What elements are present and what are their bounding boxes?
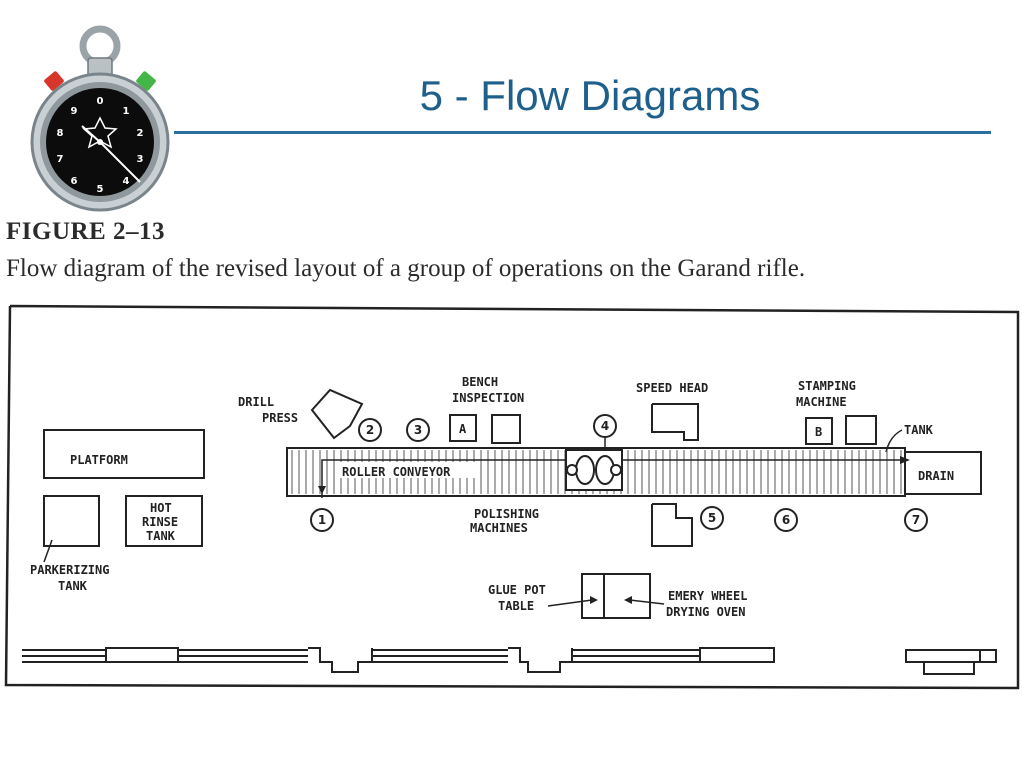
drain-box	[904, 451, 982, 495]
polishing-label-1: POLISHING	[474, 507, 539, 521]
polishing-machines-cluster	[565, 449, 623, 491]
step-3-label: 3	[414, 423, 422, 437]
flow-line	[321, 459, 900, 498]
dial-number-6: 6	[71, 176, 78, 187]
roller-conveyor-label: ROLLER CONVEYOR	[342, 465, 451, 479]
platform-box	[43, 429, 205, 479]
parkerizing-label-1: PARKERIZING	[30, 563, 109, 577]
step-4-label: 4	[601, 419, 609, 433]
box-b	[805, 417, 833, 445]
dial-number-5: 5	[97, 184, 104, 195]
dial-number-8: 8	[57, 128, 64, 139]
hot-rinse-label-3: TANK	[146, 529, 176, 543]
dial-number-4: 4	[123, 176, 130, 187]
step-5-circle	[700, 506, 724, 530]
drill-press-label-2: PRESS	[262, 411, 298, 425]
speed-head-label: SPEED HEAD	[636, 381, 708, 395]
dial-number-3: 3	[137, 154, 144, 165]
platform-label: PLATFORM	[70, 453, 128, 467]
bench-label-2: INSPECTION	[452, 391, 524, 405]
emery-label-2: DRYING OVEN	[666, 605, 745, 619]
box-a	[449, 414, 477, 442]
bottom-wall-strip	[22, 647, 997, 675]
flow-diagram: PLATFORM PARKERIZING TANK HOT RINSE TANK…	[4, 304, 1020, 690]
diagram-frame	[4, 304, 1020, 690]
drill-press-shape	[310, 388, 364, 440]
step-7-circle	[904, 508, 928, 532]
dial-number-2: 2	[137, 128, 144, 139]
roller-conveyor	[286, 447, 906, 497]
slide-title: 5 - Flow Diagrams	[419, 72, 761, 119]
step-1-circle	[310, 508, 334, 532]
dial-number-1: 1	[123, 106, 130, 117]
step-1-label: 1	[318, 513, 326, 527]
step-6-circle	[774, 508, 798, 532]
polishing-machine-shape	[651, 503, 693, 547]
stamping-label-2: MACHINE	[796, 395, 847, 409]
drying-oven-box	[581, 573, 651, 619]
hot-rinse-tank-box	[125, 495, 203, 547]
step-3-circle	[406, 418, 430, 442]
box-b-label: B	[815, 425, 822, 439]
bench-box	[491, 414, 521, 444]
glue-pot-label-2: TABLE	[498, 599, 534, 613]
step-6-label: 6	[782, 513, 790, 527]
drill-press-label-1: DRILL	[238, 395, 274, 409]
tank-label: TANK	[904, 423, 934, 437]
polishing-label-2: MACHINES	[470, 521, 528, 535]
step-5-label: 5	[708, 511, 716, 525]
step-7-label: 7	[912, 513, 920, 527]
box-a-label: A	[459, 422, 467, 436]
dial-number-0: 0	[97, 96, 104, 107]
hot-rinse-label-2: RINSE	[142, 515, 178, 529]
figure-label: FIGURE 2–13	[6, 218, 165, 245]
stamping-box	[845, 415, 877, 445]
parkerizing-tank-box	[43, 495, 100, 547]
drain-label: DRAIN	[918, 469, 954, 483]
emery-label-1: EMERY WHEEL	[668, 589, 747, 603]
title-divider	[174, 131, 991, 134]
stopwatch-icon: 0 1 2 3 4 5 6 7 8 9	[30, 25, 170, 212]
dial-number-7: 7	[57, 154, 64, 165]
figure-caption: Flow diagram of the revised layout of a …	[6, 255, 806, 282]
step-2-circle	[358, 418, 382, 442]
parkerizing-label-2: TANK	[58, 579, 88, 593]
speed-head-shape	[651, 403, 699, 441]
hot-rinse-label-1: HOT	[150, 501, 172, 515]
bench-label-1: BENCH	[462, 375, 498, 389]
step-2-label: 2	[366, 423, 374, 437]
glue-pot-label-1: GLUE POT	[488, 583, 546, 597]
stamping-label-1: STAMPING	[798, 379, 856, 393]
dial-number-9: 9	[71, 106, 78, 117]
